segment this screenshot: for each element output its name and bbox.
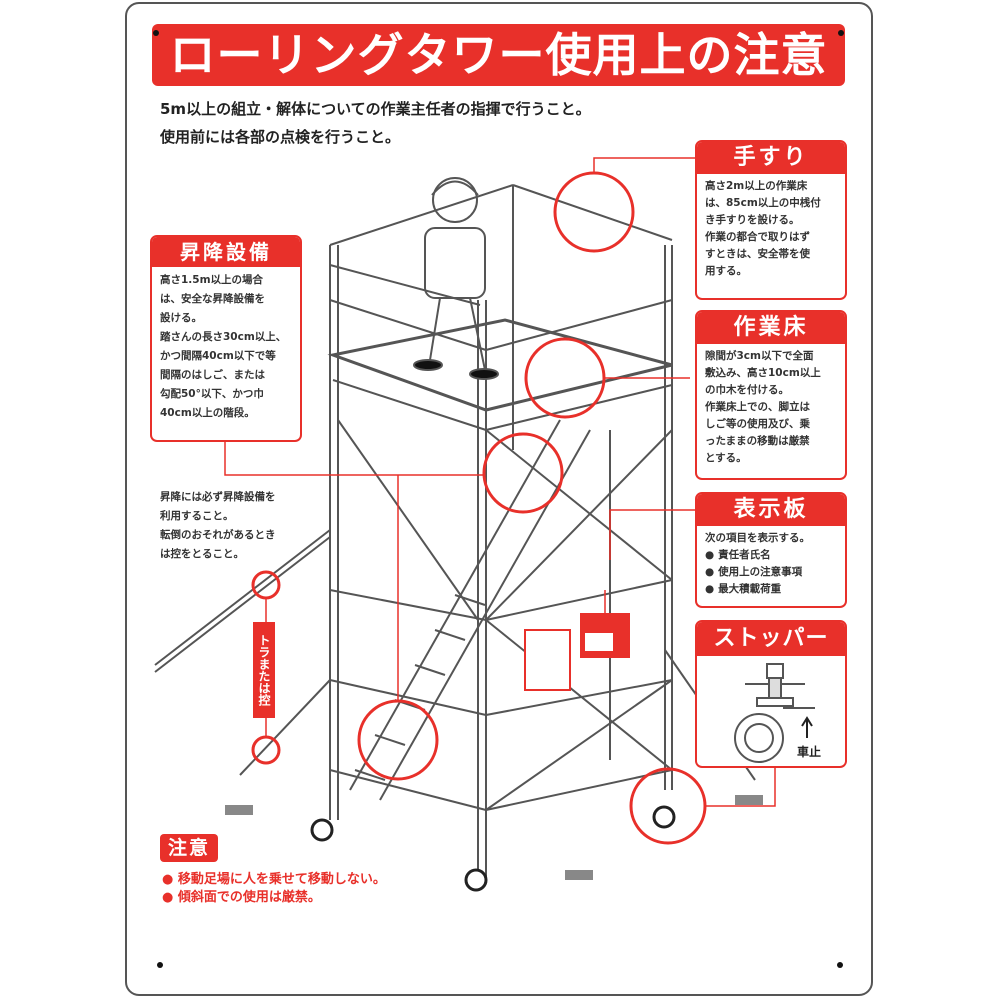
text-line: 40cm以上の階段。	[160, 407, 255, 419]
page-title: ローリングタワー使用上の注意	[152, 24, 845, 86]
caution-heading: 注意	[160, 834, 218, 862]
panel-work-floor: 作業床 隙間が3cm以下で全面 敷込み、高さ10cm以上 の巾木を付ける。 作業…	[695, 310, 847, 480]
text-line: とする。	[705, 452, 747, 464]
mount-hole	[157, 962, 163, 968]
panel-heading: ストッパー	[697, 622, 845, 656]
text-line: 高さ1.5m以上の場合	[160, 274, 264, 286]
text-line: 踏さんの長さ30cm以上、	[160, 331, 287, 343]
text-line: 隙間が3cm以下で全面	[705, 350, 814, 362]
text-line: の巾木を付ける。	[705, 384, 789, 396]
text-line: 勾配50°以下、かつ巾	[160, 388, 264, 400]
stop-caption: 車止	[797, 744, 821, 759]
panel-stopper: ストッパー 車止	[695, 620, 847, 768]
text-line: 昇降には必ず昇降設備を	[160, 491, 276, 503]
panel-body: 高さ1.5m以上の場合 は、安全な昇降設備を 設ける。 踏さんの長さ30cm以上…	[152, 267, 300, 427]
text-line: 作業の都合で取りはず	[705, 231, 810, 243]
text-line: 敷込み、高さ10cm以上	[705, 367, 821, 379]
caster-stopper-icon: 車止	[734, 663, 821, 763]
text-line: 利用すること。	[160, 510, 234, 522]
text-line: は、85cm以上の中桟付	[705, 197, 821, 209]
text-line: 間隔のはしご、または	[160, 369, 265, 381]
text-line: き手すりを設ける。	[705, 214, 800, 226]
text-line: は控をとること。	[160, 548, 244, 560]
panel-body: 隙間が3cm以下で全面 敷込み、高さ10cm以上 の巾木を付ける。 作業床上での…	[697, 344, 845, 471]
panel-access-equipment: 昇降設備 高さ1.5m以上の場合 は、安全な昇降設備を 設ける。 踏さんの長さ3…	[150, 235, 302, 442]
text-line: 高さ2m以上の作業床	[705, 180, 808, 192]
panel-body: 次の項目を表示する。 責任者氏名 使用上の注意事項 最大積載荷重	[697, 526, 845, 602]
panel-heading: 作業床	[697, 312, 845, 344]
text-line: 設ける。	[160, 312, 202, 324]
text-line: 次の項目を表示する。	[705, 532, 810, 544]
bullet-item: 使用上の注意事項	[705, 564, 837, 581]
intro-line-1: 5m以上の組立・解体についての作業主任者の指揮で行うこと。	[160, 100, 591, 118]
outrigger-label: トラまたは控	[253, 622, 275, 718]
text-line: すときは、安全帯を使	[705, 248, 810, 260]
panel-body: 高さ2m以上の作業床 は、85cm以上の中桟付 き手すりを設ける。 作業の都合で…	[697, 174, 845, 284]
mount-hole	[837, 962, 843, 968]
panel-heading: 手すり	[697, 142, 845, 174]
text-line: ったままの移動は厳禁	[705, 435, 810, 447]
panel-heading: 昇降設備	[152, 237, 300, 267]
mount-hole	[838, 30, 844, 36]
mount-hole	[153, 30, 159, 36]
panel-heading: 表示板	[697, 494, 845, 526]
panel-sign-board: 表示板 次の項目を表示する。 責任者氏名 使用上の注意事項 最大積載荷重	[695, 492, 847, 608]
text-line: 転倒のおそれがあるとき	[160, 529, 276, 541]
text-line: は、安全な昇降設備を	[160, 293, 265, 305]
caution-item: 傾斜面での使用は厳禁。	[162, 886, 321, 905]
text-line: しご等の使用及び、乗	[705, 418, 810, 430]
panel-handrail: 手すり 高さ2m以上の作業床 は、85cm以上の中桟付 き手すりを設ける。 作業…	[695, 140, 847, 300]
text-line: 作業床上での、脚立は	[705, 401, 810, 413]
bullet-item: 責任者氏名	[705, 547, 837, 564]
caution-item: 移動足場に人を乗せて移動しない。	[162, 868, 386, 887]
bullet-item: 最大積載荷重	[705, 581, 837, 598]
intro-line-2: 使用前には各部の点検を行うこと。	[160, 128, 401, 146]
side-note: 昇降には必ず昇降設備を 利用すること。 転倒のおそれがあるとき は控をとること。	[160, 488, 276, 564]
text-line: かつ間隔40cm以下で等	[160, 350, 276, 362]
text-line: 用する。	[705, 265, 747, 277]
